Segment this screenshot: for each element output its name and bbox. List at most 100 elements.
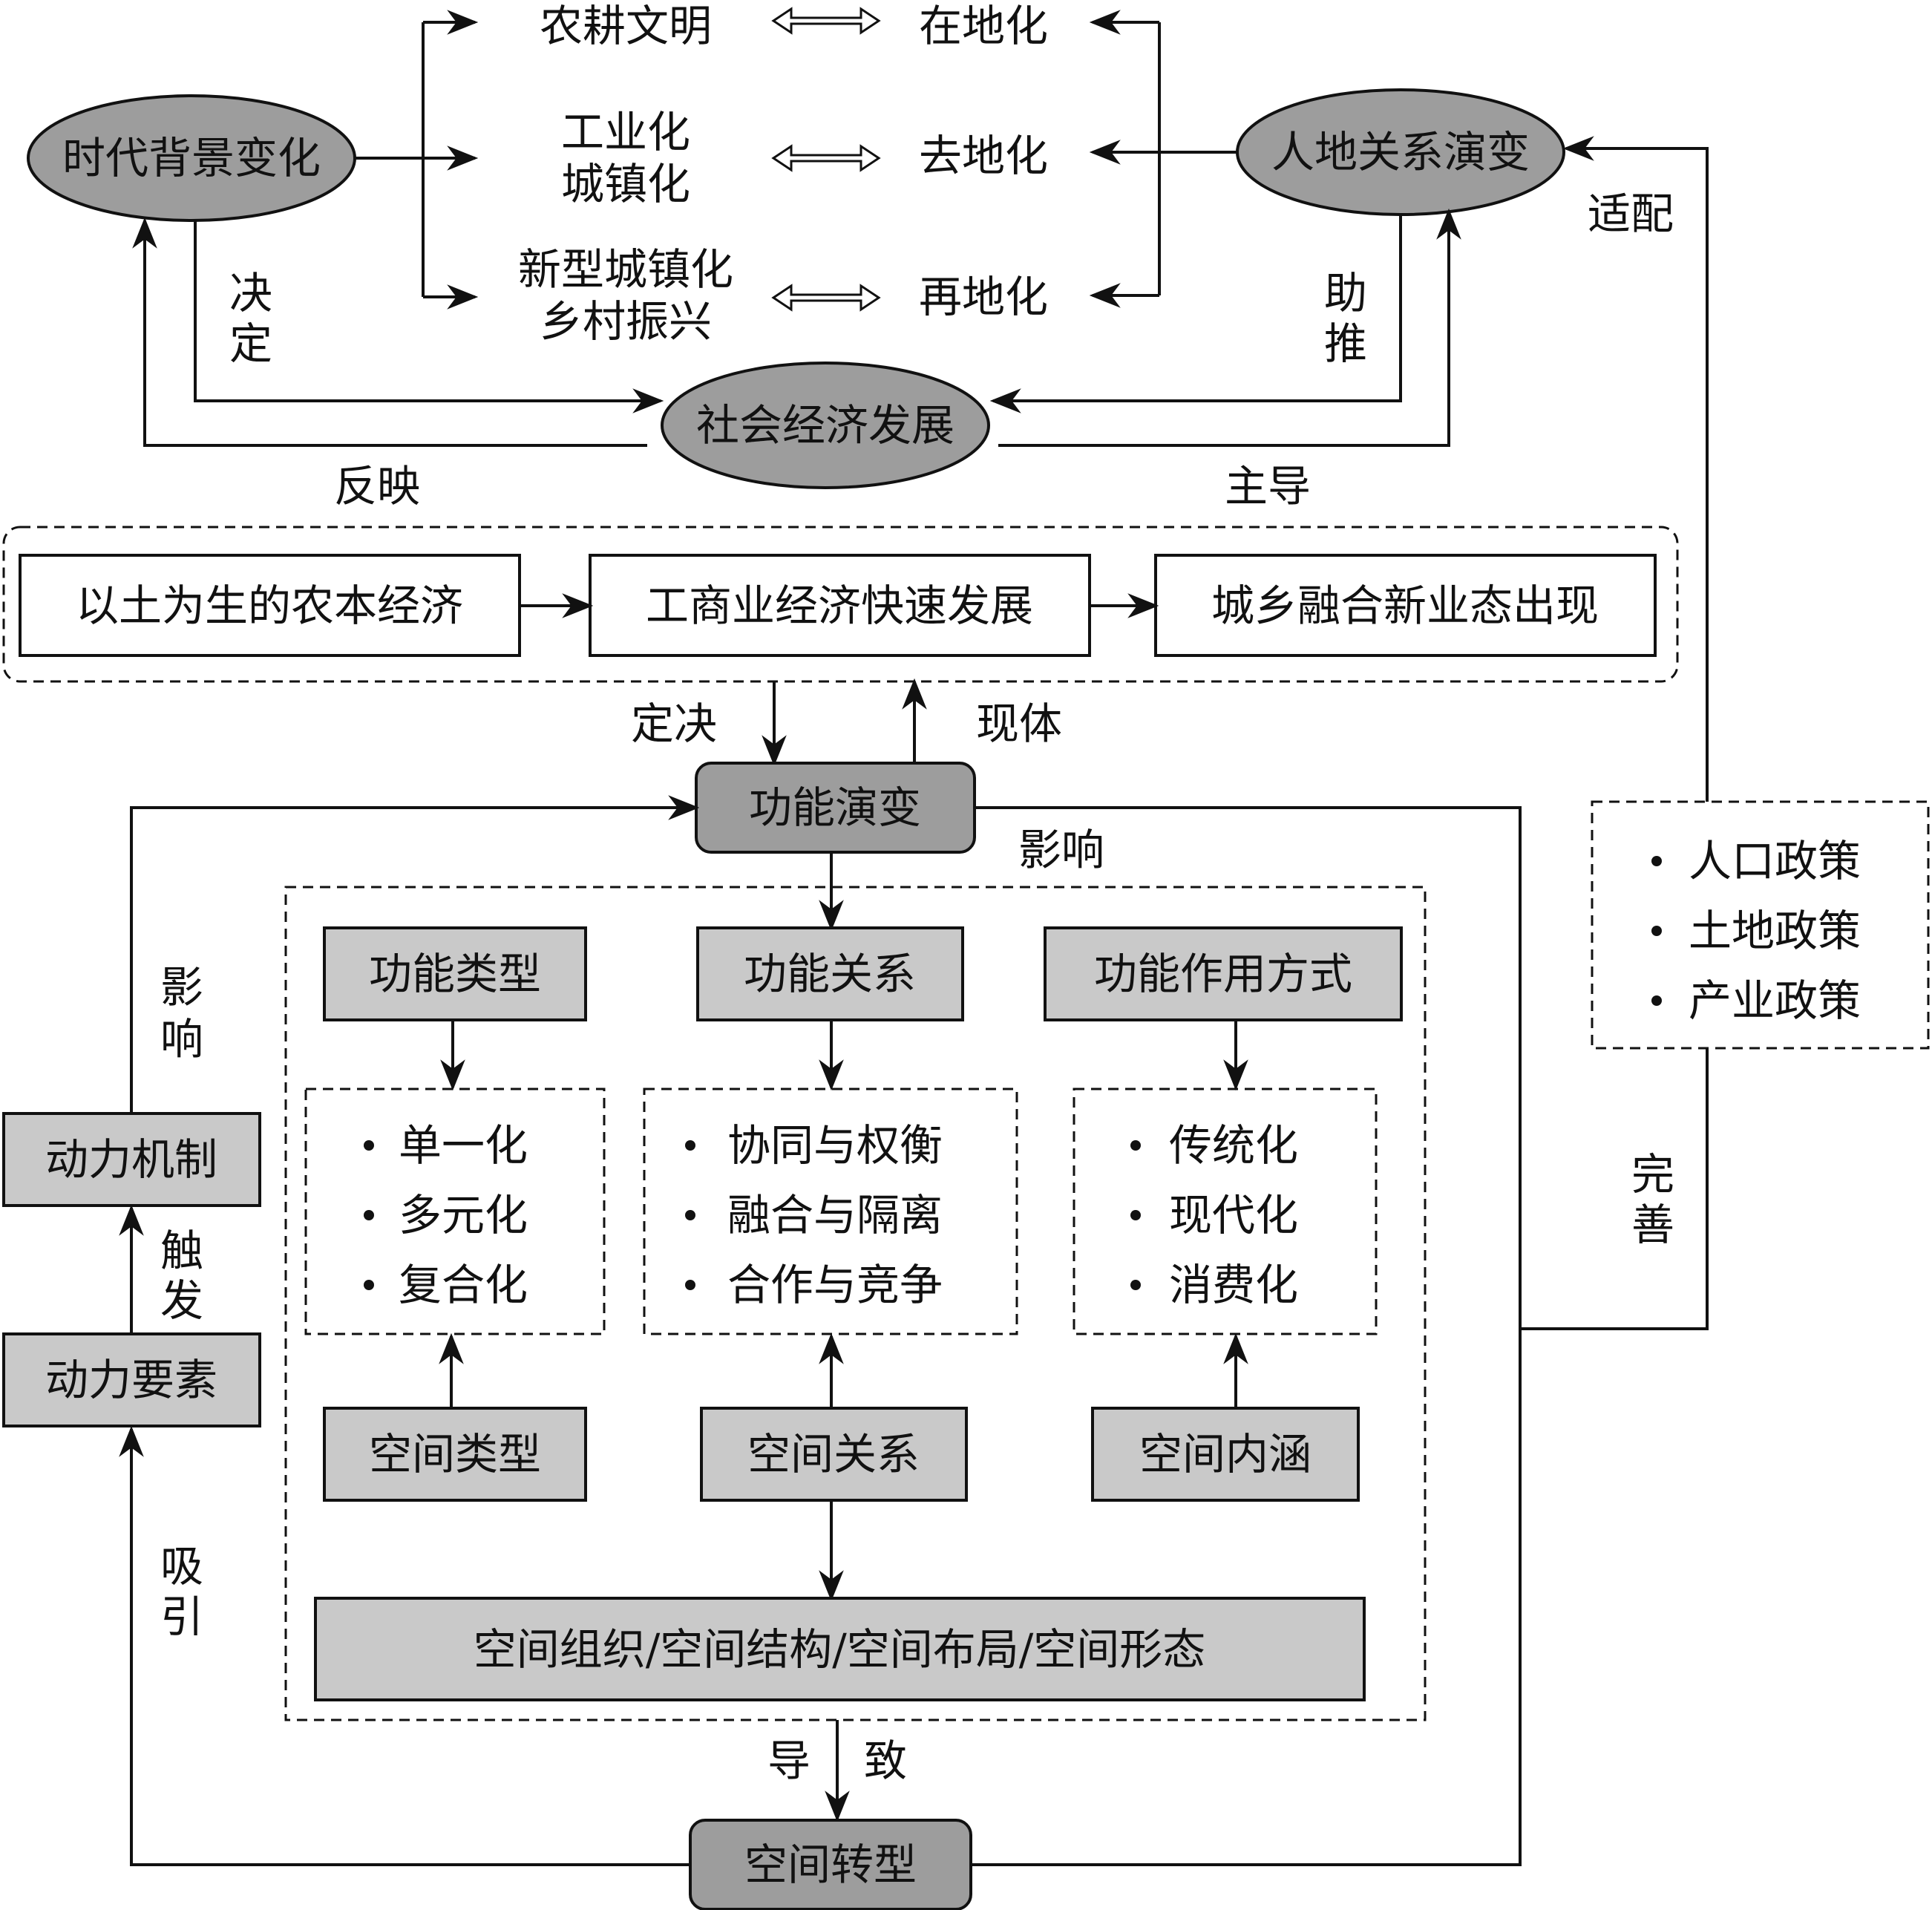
label-influence-left-2: 响 [160,1014,203,1064]
mode-item-2: 现代化 [1169,1190,1298,1240]
function-evolution-label: 功能演变 [749,782,921,833]
mode-delocalization: 去地化 [919,131,1048,181]
space-content-label: 空间内涵 [1139,1429,1312,1479]
space-type-box [323,1407,587,1502]
connector-mode-branches [1089,10,1237,308]
type-item-2: 多元化 [399,1190,528,1240]
mechanism-box [2,1112,261,1207]
label-econ-embody: 现体 [976,699,1062,749]
space-org-label: 空间组织/空间结构/空间布局/空间形态 [474,1624,1206,1675]
function-type-label: 功能类型 [369,949,541,999]
connector-era-branches [355,10,479,310]
mechanism-label: 动力机制 [45,1134,217,1185]
era-urbanization: 城镇化 [561,159,690,209]
space-content-box [1091,1407,1360,1502]
label-reflect: 反映 [334,461,420,511]
double-arrow-icon [771,7,881,35]
arrow-attract [119,1425,690,1866]
mode-item-1: 传统化 [1169,1120,1298,1171]
label-push-2: 推 [1324,318,1367,369]
economy-stage-1 [19,554,521,657]
label-trigger-2: 发 [160,1275,203,1326]
label-attract-2: 引 [160,1592,203,1642]
mode-relocalization: 再地化 [919,272,1048,322]
bullet-icon [1651,856,1662,866]
economy-stage-2-label: 工商业经济快速发展 [646,580,1033,631]
economy-stage-1-label: 以土为生的农本经济 [76,580,463,631]
label-lead-to-2: 致 [864,1736,907,1786]
space-type-label: 空间类型 [369,1429,541,1479]
era-change-label: 时代背景变化 [62,133,321,183]
label-decide-2: 定 [229,318,272,369]
space-org-box [314,1597,1366,1701]
function-mode-box [1044,926,1403,1021]
bullet-icon [1130,1140,1141,1151]
label-econ-decide: 定决 [631,699,717,749]
arrow-reflect [132,217,647,447]
double-arrow-icon [771,144,881,172]
bullet-icon [685,1140,695,1151]
label-adapt: 适配 [1588,189,1674,239]
mode-item-3: 消费化 [1169,1260,1298,1310]
policy-item-1: 人口政策 [1689,836,1861,886]
arrow-lead [998,208,1461,447]
label-lead: 主导 [1225,461,1311,511]
label-decide-1: 决 [229,268,272,318]
label-influence-core: 影响 [1018,825,1104,875]
label-attract-1: 吸 [160,1541,203,1592]
mode-localization: 在地化 [919,1,1048,51]
relation-item-1: 协同与权衡 [727,1120,943,1171]
arrow-push [989,215,1402,413]
loop-right [971,806,1522,1866]
label-push-1: 助 [1324,268,1367,318]
label-improve-1: 完 [1631,1149,1674,1200]
arrow-adapt [1562,136,1709,802]
policy-group [1591,800,1930,1050]
function-mode-label: 功能作用方式 [1094,949,1352,999]
type-item-1: 单一化 [399,1120,528,1171]
elements-label: 动力要素 [45,1355,217,1405]
policy-item-3: 产业政策 [1689,975,1861,1026]
label-improve-2: 善 [1631,1200,1674,1250]
economy-group [2,526,1679,683]
connector-improve [1520,1048,1709,1330]
function-relation-label: 功能关系 [744,949,916,999]
arrow-decide [194,220,664,413]
arrow-mechanism-influence [130,795,700,1113]
label-trigger-1: 触 [160,1226,203,1276]
bullet-icon [364,1210,374,1220]
space-relation-box [700,1407,968,1502]
policy-item-2: 土地政策 [1689,906,1861,956]
type-item-3: 复合化 [399,1260,528,1310]
era-industrialization: 工业化 [561,107,690,157]
relation-item-3: 合作与竞争 [727,1260,943,1310]
bullet-icon [364,1280,374,1290]
socio-econ-label: 社会经济发展 [696,400,954,451]
relation-item-2: 融合与隔离 [727,1190,943,1240]
space-transform-label: 空间转型 [744,1839,917,1890]
human-land-label: 人地关系演变 [1271,127,1530,177]
bullet-icon [1651,995,1662,1006]
socio-econ-node [661,362,990,489]
core-group [284,886,1427,1721]
elements-box [2,1332,261,1427]
space-transform-node [689,1819,972,1910]
bullet-icon [685,1280,695,1290]
era-new-urbanization: 新型城镇化 [518,244,733,295]
space-relation-label: 空间关系 [747,1429,920,1479]
bullet-icon [1651,926,1662,936]
economy-stage-3 [1154,554,1657,657]
economy-stage-3-label: 城乡融合新业态出现 [1211,580,1599,631]
bullet-icon [1130,1210,1141,1220]
bullet-icon [1130,1280,1141,1290]
era-rural-revitalization: 乡村振兴 [540,296,712,347]
label-lead-to-1: 导 [767,1736,811,1786]
double-arrow-icon [771,284,881,312]
era-agrarian: 农耕文明 [540,1,712,51]
label-influence-left-1: 影 [160,962,203,1013]
bullet-icon [364,1140,374,1151]
function-type-box [323,926,587,1021]
function-relation-box [696,926,964,1021]
bullet-icon [685,1210,695,1220]
